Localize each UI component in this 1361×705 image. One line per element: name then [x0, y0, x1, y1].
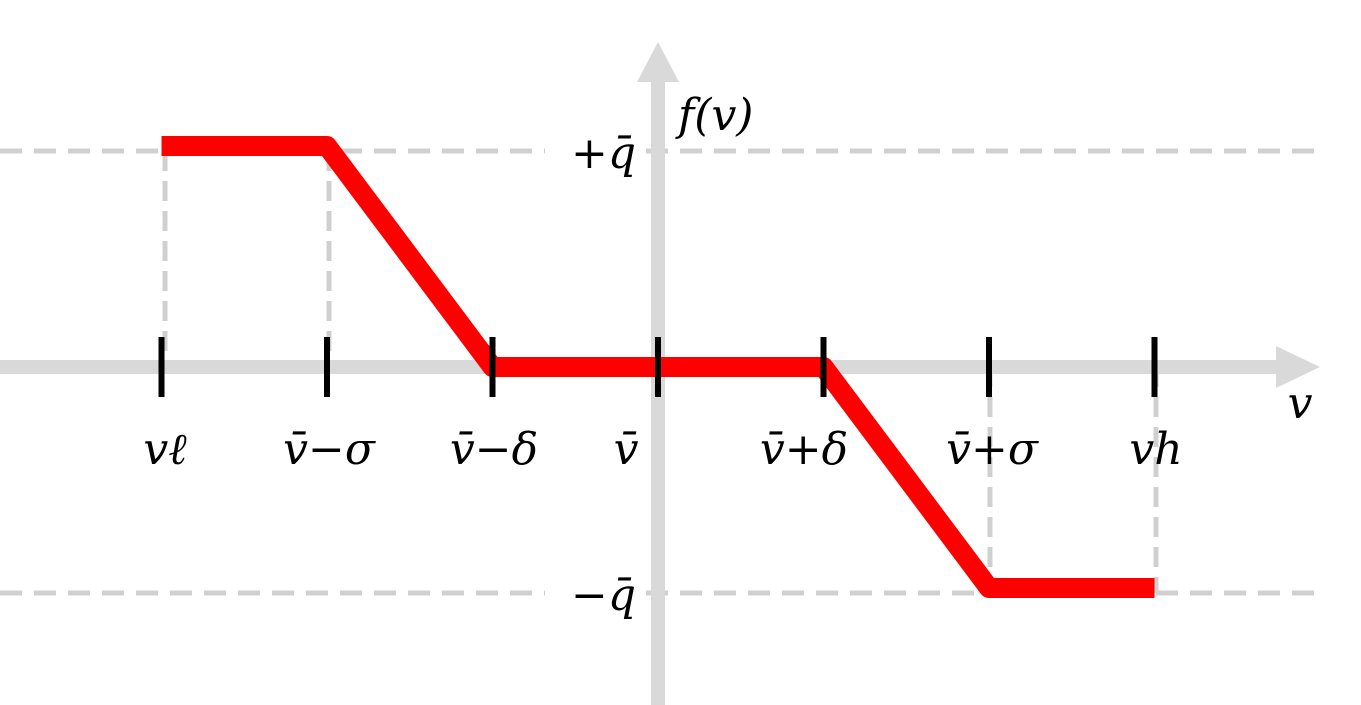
x-axis-arrow-icon [1276, 346, 1320, 388]
x-tick-label-1: v̄−σ [283, 424, 377, 475]
x-tick-label-4: v̄+δ [760, 424, 848, 475]
y-axis-arrow-icon [637, 42, 679, 82]
x-tick-label-5: v̄+σ [946, 424, 1040, 475]
y-axis-label: f(v) [675, 90, 753, 141]
x-tick-label-2: v̄−δ [450, 424, 538, 475]
x-tick-label-6: vh [1129, 424, 1182, 475]
x-tick-label-0: vℓ [143, 424, 187, 475]
x-axis-label: v [1288, 378, 1313, 429]
y-tick-label-upper: +q̄ [571, 128, 636, 179]
y-tick-label-lower: −q̄ [571, 570, 636, 621]
x-tick-label-3: v̄ [614, 424, 639, 475]
